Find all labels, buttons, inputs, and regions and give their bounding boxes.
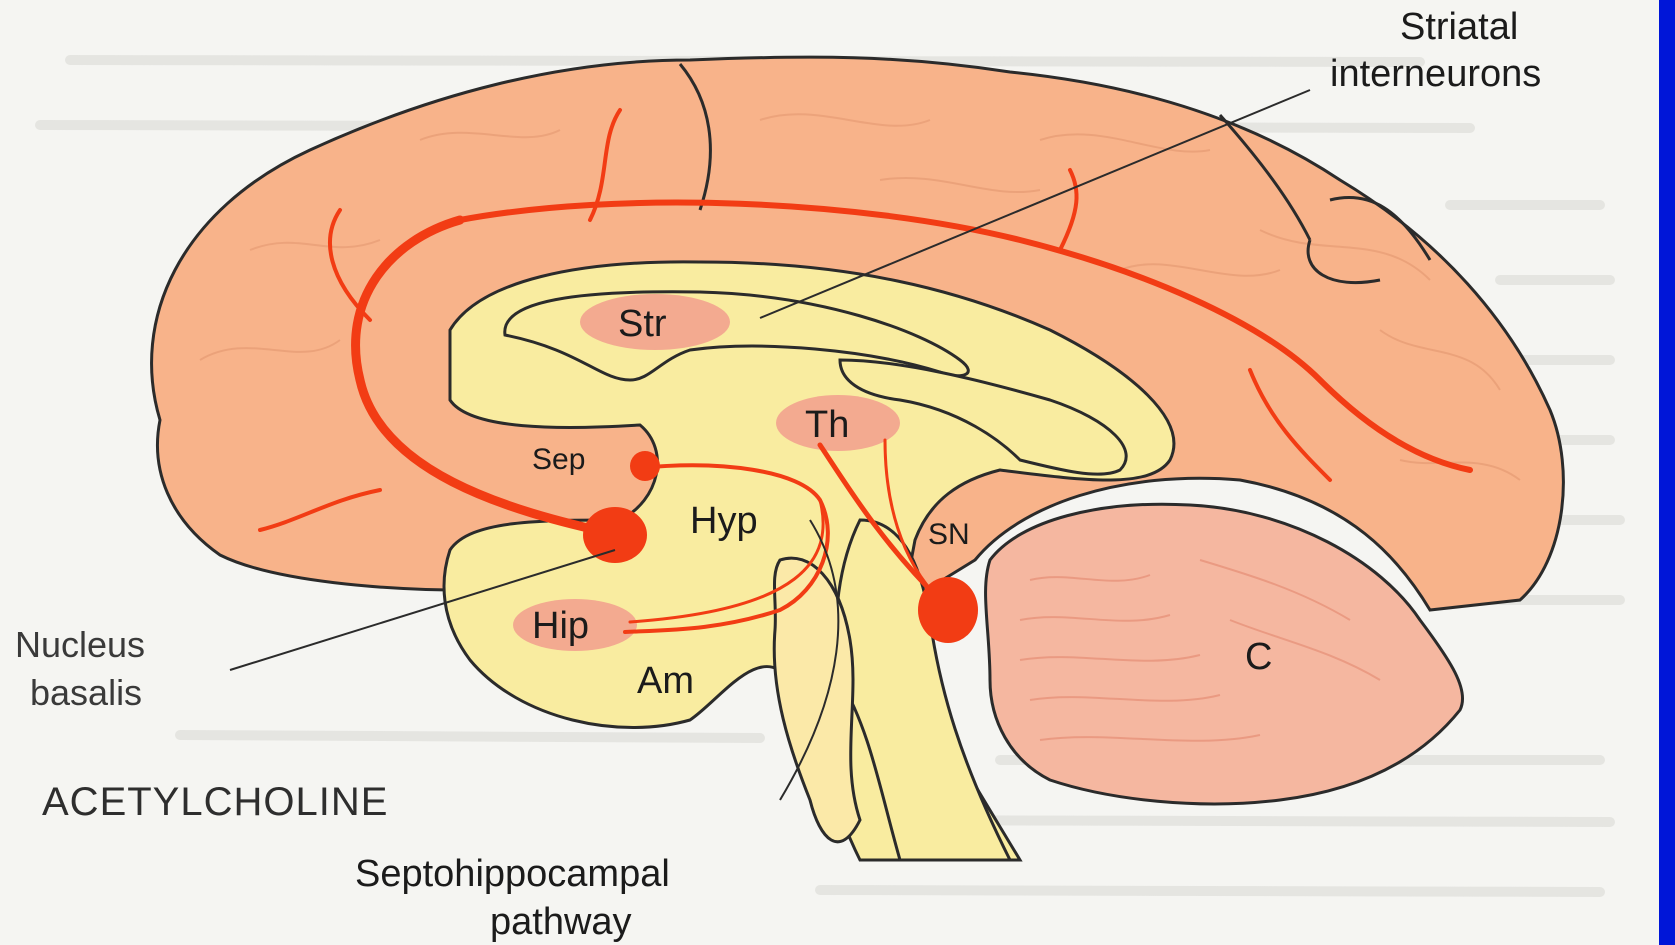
diagram-title: ACETYLCHOLINE [42,782,388,822]
substantia-nigra-dot [918,577,978,643]
label-septum: Sep [532,445,585,475]
label-striatal-interneurons-line1: Striatal [1400,8,1518,46]
label-septohippocampal-line1: Septohippocampal [355,855,670,893]
blue-edge-strip [1659,0,1675,945]
septal-nucleus-dot [630,451,660,481]
label-cerebellum: C [1245,638,1272,676]
label-septohippocampal-line2: pathway [490,903,632,941]
label-substantia-nigra: SN [928,520,970,550]
label-hypothalamus: Hyp [690,502,758,540]
label-thalamus: Th [805,406,849,444]
label-striatum: Str [618,305,667,343]
label-hippocampus: Hip [532,607,589,645]
label-amygdala: Am [637,662,694,700]
label-nucleus-basalis-line2: basalis [30,675,142,711]
label-striatal-interneurons-line2: interneurons [1330,55,1541,93]
nucleus-basalis-dot [583,507,647,563]
label-nucleus-basalis-line1: Nucleus [15,627,145,663]
